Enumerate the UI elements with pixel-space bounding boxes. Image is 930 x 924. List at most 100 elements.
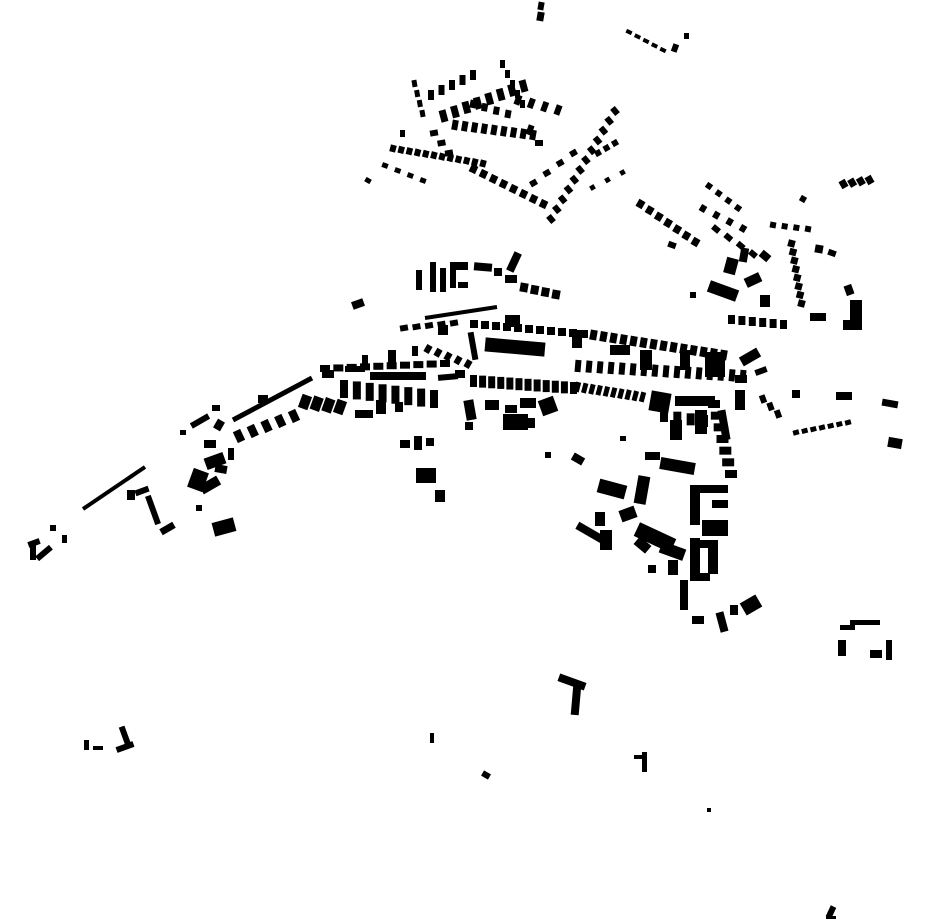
linear-building-main-street [231, 375, 314, 423]
building-footprint [93, 746, 103, 750]
building-footprint [376, 400, 386, 414]
building-footprint [887, 436, 903, 450]
building-footprint [411, 79, 418, 88]
building-footprint [438, 325, 448, 335]
building-footprint [581, 382, 589, 394]
building-footprint [680, 350, 690, 370]
building-footprint [485, 400, 499, 410]
building-footprint [159, 521, 176, 536]
building-footprint [692, 616, 704, 624]
building-footprint [426, 438, 434, 446]
building-footprint [414, 89, 421, 98]
building-footprint [321, 397, 336, 414]
building-footprint [443, 351, 453, 362]
building-footprint [258, 395, 268, 403]
building-footprint [413, 361, 424, 369]
building-footprint [642, 752, 647, 772]
building-footprint [595, 384, 603, 396]
building-footprint [519, 282, 529, 293]
building-footprint [672, 224, 683, 235]
building-footprint [797, 299, 806, 308]
building-footprint [322, 370, 334, 378]
building-footprint [585, 360, 593, 373]
building-footprint [864, 174, 875, 186]
building-footprint [792, 224, 800, 232]
building-footprint [629, 363, 637, 376]
building-footprint [569, 174, 580, 185]
building-footprint [203, 451, 227, 471]
building-footprint [660, 410, 668, 422]
building-footprint [430, 390, 438, 408]
building-footprint [788, 247, 798, 257]
building-footprint [62, 535, 67, 543]
building-footprint [462, 156, 471, 165]
building-footprint [332, 398, 348, 416]
building-footprint [440, 360, 450, 367]
building-footprint [498, 178, 509, 190]
building-footprint [520, 100, 525, 108]
building-footprint [488, 173, 499, 185]
building-footprint [580, 330, 588, 338]
building-footprint [827, 422, 835, 430]
building-footprint [659, 340, 668, 352]
building-footprint [681, 230, 692, 241]
building-footprint [246, 423, 259, 439]
building-footprint [437, 139, 446, 147]
building-footprint [400, 130, 405, 137]
building-footprint [642, 37, 650, 45]
building-footprint [480, 123, 489, 135]
building-footprint [769, 221, 777, 229]
building-footprint [553, 104, 563, 116]
building-footprint [118, 725, 132, 747]
building-footprint [430, 733, 434, 743]
building-footprint [395, 402, 403, 412]
building-footprint [589, 184, 596, 191]
building-footprint [386, 362, 397, 370]
building-footprint [461, 100, 472, 115]
building-footprint [645, 452, 660, 460]
building-footprint [547, 327, 555, 335]
building-footprint [619, 169, 626, 176]
building-footprint [690, 292, 696, 298]
building-footprint [525, 325, 533, 333]
building-footprint [604, 115, 615, 126]
building-footprint [406, 172, 415, 179]
building-footprint [804, 225, 812, 233]
building-footprint [631, 390, 639, 402]
building-footprint [710, 411, 723, 420]
building-footprint [421, 149, 430, 159]
building-footprint [625, 28, 633, 36]
building-footprint [519, 128, 528, 140]
building-footprint [468, 163, 479, 175]
building-footprint [529, 284, 540, 295]
building-footprint [537, 1, 545, 11]
building-footprint [438, 152, 446, 161]
building-footprint [438, 85, 445, 95]
building-footprint [773, 409, 783, 419]
building-footprint [728, 315, 735, 324]
building-footprint [568, 148, 579, 158]
building-footprint [499, 125, 508, 137]
building-footprint [792, 390, 800, 398]
building-footprint [686, 413, 695, 426]
building-footprint [514, 324, 522, 332]
building-footprint [528, 193, 539, 205]
building-footprint [416, 270, 422, 290]
building-footprint [717, 409, 731, 441]
building-footprint [659, 46, 667, 54]
building-footprint [735, 390, 745, 410]
building-footprint [588, 383, 596, 395]
building-footprint [459, 75, 466, 85]
building-footprint [433, 347, 443, 358]
building-footprint [388, 350, 396, 364]
building-footprint [460, 120, 469, 132]
building-footprint [127, 490, 135, 500]
building-footprint [760, 295, 770, 307]
building-footprint [198, 475, 222, 495]
building-footprint [536, 11, 545, 22]
building-footprint [700, 540, 718, 548]
building-footprint [575, 164, 585, 175]
building-footprint [557, 194, 568, 205]
